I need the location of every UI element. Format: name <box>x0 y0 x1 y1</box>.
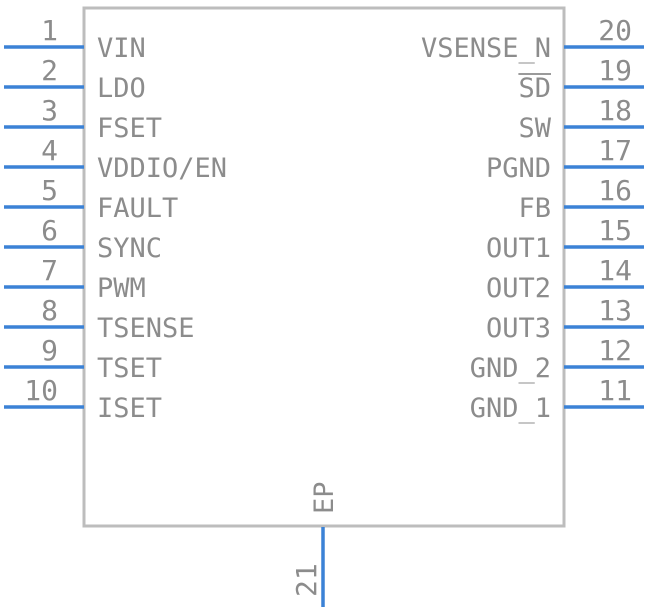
bottom-pin-group: EP 21 <box>290 481 340 607</box>
pin-19-sd-label: SD <box>518 73 551 104</box>
pin-6-sync-label: SYNC <box>97 233 162 264</box>
pin-7-pwm-label: PWM <box>97 273 146 304</box>
pin-12-gnd-2-number: 12 <box>598 334 632 367</box>
pin-13-out3-label: OUT3 <box>486 313 551 344</box>
pin-19-sd-number: 19 <box>598 54 632 87</box>
pin-14-out2-label: OUT2 <box>486 273 551 304</box>
pin-18-sw-number: 18 <box>598 94 632 127</box>
pin-3-fset-label: FSET <box>97 113 162 144</box>
pin-10-iset-number: 10 <box>24 374 58 407</box>
pin-10-iset-label: ISET <box>97 393 162 424</box>
pin-14-out2-number: 14 <box>598 254 632 287</box>
pin-1-vin-number: 1 <box>41 14 58 47</box>
pin-15-out1-label: OUT1 <box>486 233 551 264</box>
pin-20-vsense-n-label: VSENSE_N <box>421 33 551 64</box>
pin-11-gnd-1-number: 11 <box>598 374 632 407</box>
pin-4-vddio-en-number: 4 <box>41 134 58 167</box>
pin-3-fset-number: 3 <box>41 94 58 127</box>
pin-8-tsense-number: 8 <box>41 294 58 327</box>
pin-16-fb-number: 16 <box>598 174 632 207</box>
pin-2-ldo-label: LDO <box>97 73 146 104</box>
pin-5-fault-label: FAULT <box>97 193 178 224</box>
pin-11-gnd-1-label: GND_1 <box>470 393 551 424</box>
ic-body <box>82 6 566 528</box>
pin-9-tset-label: TSET <box>97 353 162 384</box>
pin-5-fault-number: 5 <box>41 174 58 207</box>
pin-21-ep-label: EP <box>309 481 340 514</box>
pin-21-ep-number: 21 <box>290 563 323 597</box>
pin-8-tsense-label: TSENSE <box>97 313 195 344</box>
pin-2-ldo-number: 2 <box>41 54 58 87</box>
pin-4-vddio-en-label: VDDIO/EN <box>97 153 227 184</box>
pin-6-sync-number: 6 <box>41 214 58 247</box>
pin-20-vsense-n-number: 20 <box>598 14 632 47</box>
pin-12-gnd-2-label: GND_2 <box>470 353 551 384</box>
pin-13-out3-number: 13 <box>598 294 632 327</box>
pin-9-tset-number: 9 <box>41 334 58 367</box>
pin-17-pgnd-number: 17 <box>598 134 632 167</box>
pin-16-fb-label: FB <box>518 193 551 224</box>
pin-1-vin-label: VIN <box>97 33 146 64</box>
pin-17-pgnd-label: PGND <box>486 153 551 184</box>
pin-18-sw-label: SW <box>518 113 551 144</box>
pin-15-out1-number: 15 <box>598 214 632 247</box>
pin-7-pwm-number: 7 <box>41 254 58 287</box>
